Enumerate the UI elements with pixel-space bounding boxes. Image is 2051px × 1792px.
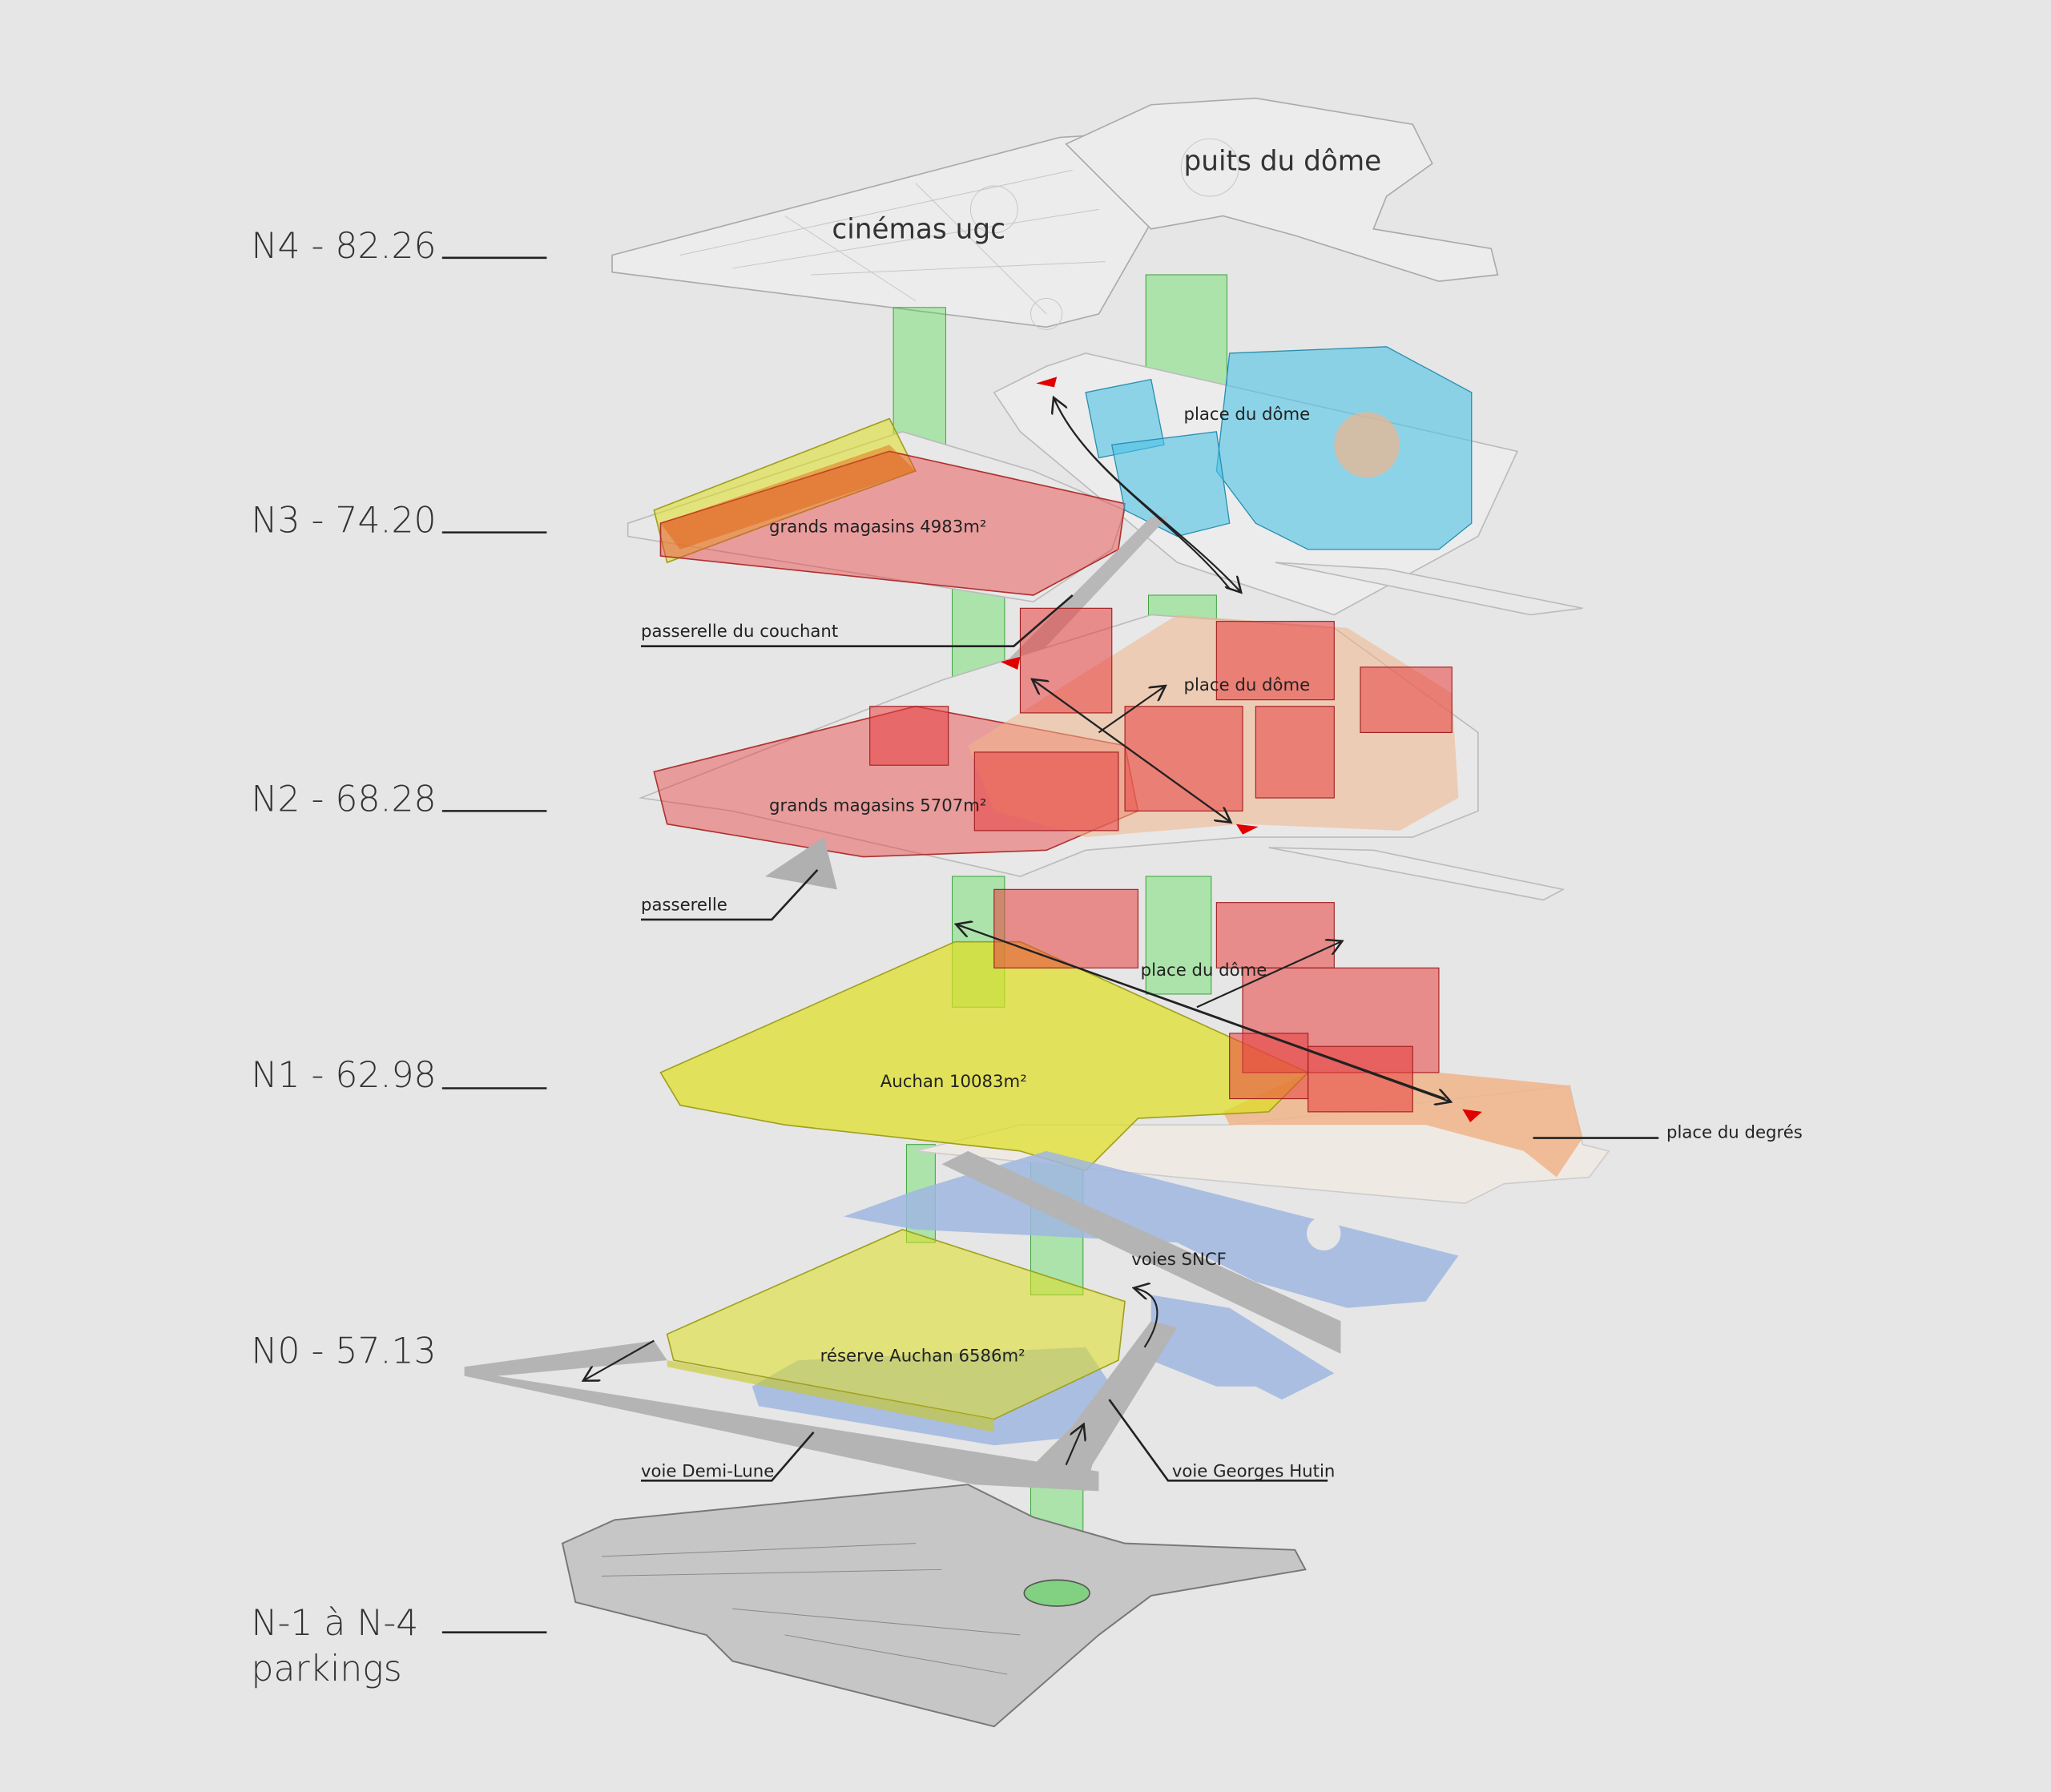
area-labels: cinémas ugc puits du dôme place du dôme … xyxy=(641,145,1803,1481)
level-n2-plan xyxy=(638,607,1565,901)
entrance-marker-icon xyxy=(1036,377,1058,388)
label-place-du-dome-n3: place du dôme xyxy=(1184,405,1311,425)
passerelle-shape xyxy=(765,837,837,890)
level-n3-plan xyxy=(627,346,1583,616)
level-n0-plan xyxy=(464,1150,1459,1492)
label-voie-georges-hutin: voie Georges Hutin xyxy=(1172,1461,1335,1481)
level-label-n2: N2 - 68.28 xyxy=(251,779,436,819)
label-place-du-degres: place du degrés xyxy=(1666,1123,1803,1143)
level-label-n4: N4 - 82.26 xyxy=(251,226,436,267)
level-parking-plan xyxy=(561,1484,1307,1728)
label-voie-demi-lune: voie Demi-Lune xyxy=(641,1461,774,1481)
label-grands-magasins-n3: grands magasins 4983m² xyxy=(769,517,986,538)
level-label-n3: N3 - 74.20 xyxy=(251,501,436,542)
label-puits-du-dome: puits du dôme xyxy=(1184,145,1382,177)
leader-passerelle xyxy=(641,868,819,921)
level-n1-plan xyxy=(659,888,1610,1205)
leader-voie-demi-lune xyxy=(641,1432,815,1482)
level-labels: N4 - 82.26 N3 - 74.20 N2 - 68.28 N1 - 62… xyxy=(251,226,547,1689)
leader-voie-georges-hutin xyxy=(1108,1399,1328,1482)
level-label-n0: N0 - 57.13 xyxy=(251,1331,436,1371)
level-label-parking-sub: parkings xyxy=(251,1649,401,1689)
entrance-marker-icon xyxy=(1000,656,1021,670)
label-place-du-dome-n1: place du dôme xyxy=(1141,960,1267,981)
entrance-marker-icon xyxy=(1462,1109,1482,1122)
shop-blocks-n2 xyxy=(869,607,1453,832)
label-voies-sncf: voies SNCF xyxy=(1131,1250,1227,1270)
entrance-marker-icon xyxy=(1235,824,1259,835)
label-reserve-auchan: réserve Auchan 6586m² xyxy=(820,1347,1026,1367)
leader-passerelle-couchant xyxy=(641,594,1074,647)
label-passerelle: passerelle xyxy=(641,895,727,915)
flow-arrows xyxy=(585,399,1449,1466)
label-grands-magasins-n2: grands magasins 5707m² xyxy=(769,795,986,815)
label-place-du-dome-n2: place du dôme xyxy=(1184,675,1311,695)
level-label-parking: N-1 à N-4 xyxy=(251,1603,418,1644)
level-n4-plan xyxy=(611,97,1499,331)
level-label-n1: N1 - 62.98 xyxy=(251,1055,436,1096)
leader-lines xyxy=(641,594,1659,1482)
label-passerelle-du-couchant: passerelle du couchant xyxy=(641,622,838,642)
label-auchan: Auchan 10083m² xyxy=(880,1072,1027,1092)
label-cinemas-ugc: cinémas ugc xyxy=(832,213,1005,245)
